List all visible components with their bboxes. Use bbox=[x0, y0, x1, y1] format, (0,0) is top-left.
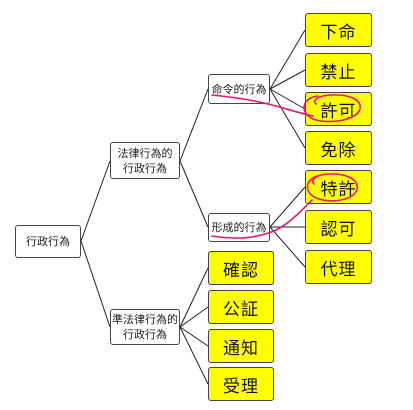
leaf-agency: 代理 bbox=[305, 250, 372, 284]
root-node: 行政行為 bbox=[15, 225, 81, 258]
leaf-permission: 許可 bbox=[305, 92, 372, 126]
leaf-prohibition: 禁止 bbox=[305, 53, 372, 87]
quasi-legal-act-node: 準法律行為的 行政行為 bbox=[110, 309, 180, 345]
leaf-exemption: 免除 bbox=[305, 131, 372, 165]
leaf-special-permit: 特許 bbox=[305, 170, 372, 204]
formative-act-node: 形成的行為 bbox=[208, 213, 270, 242]
leaf-certification: 公証 bbox=[208, 290, 274, 324]
leaf-approval: 認可 bbox=[305, 210, 372, 244]
leaf-notification: 通知 bbox=[208, 329, 274, 363]
command-act-node: 命令的行為 bbox=[208, 74, 270, 104]
leaf-acceptance: 受理 bbox=[208, 367, 274, 401]
legal-act-node: 法律行為的 行政行為 bbox=[110, 142, 180, 179]
leaf-command: 下命 bbox=[305, 13, 372, 47]
leaf-confirmation: 確認 bbox=[208, 251, 274, 285]
